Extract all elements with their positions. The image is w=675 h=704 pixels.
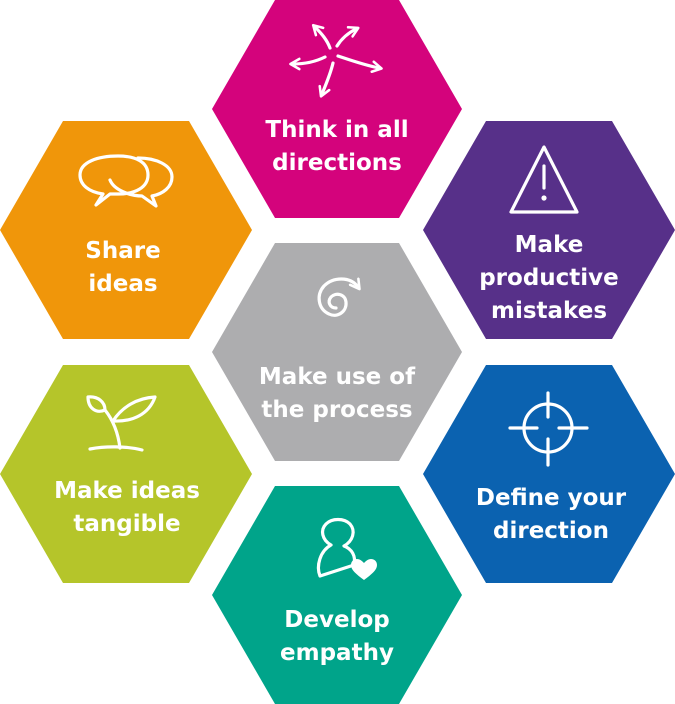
hexagon-label-line: tangible [73,511,180,537]
hexagon-shape [423,121,675,339]
hexagon-label-line: Make use of [259,364,416,390]
hexagon-label-line: mistakes [491,298,607,324]
arrows-all-directions-icon [289,23,383,98]
hexagon-share-ideas: Share ideas [0,121,252,339]
hexagon-label-line: Develop [284,607,389,633]
hexagon-shape [0,365,252,583]
hexagon-shape [212,486,462,704]
warning-triangle-icon [509,145,579,214]
hexagon-label-line: the process [261,397,412,423]
hexagon-label-line: direction [493,518,609,544]
sprout-plant-icon [86,395,157,452]
hexagon-develop-empathy: Develop empathy [212,486,462,704]
hexagon-label-line: Make ideas [54,478,200,504]
hexagon-label-line: Make [515,232,584,258]
hexagon-think-in-all-directions: Think in all directions [212,0,462,218]
speech-bubbles-icon [78,154,174,208]
hexagon-label-line: Share [85,238,160,264]
hexagon-shape [0,121,252,339]
hexagon-make-use-of-the-process: Make use of the process [212,243,462,461]
person-heart-icon [316,517,377,580]
hexagon-define-your-direction: Define your direction [423,365,675,583]
hexagon-label-line: directions [272,150,402,176]
hexagon-label-line: Think in all [265,117,408,143]
hexagon-shape [423,365,675,583]
hexagon-shape [212,0,462,218]
crosshair-target-icon [508,391,589,467]
hexagon-make-ideas-tangible: Make ideas tangible [0,365,252,583]
hexagon-make-productive-mistakes: Make productive mistakes [423,121,675,339]
hexagon-shape [212,243,462,461]
hexagon-label-line: ideas [88,271,157,297]
spiral-process-icon [317,277,361,317]
hexagon-label-line: empathy [280,640,394,666]
hexagon-label-line: Define your [476,485,627,511]
hexagon-label-line: productive [479,265,619,291]
